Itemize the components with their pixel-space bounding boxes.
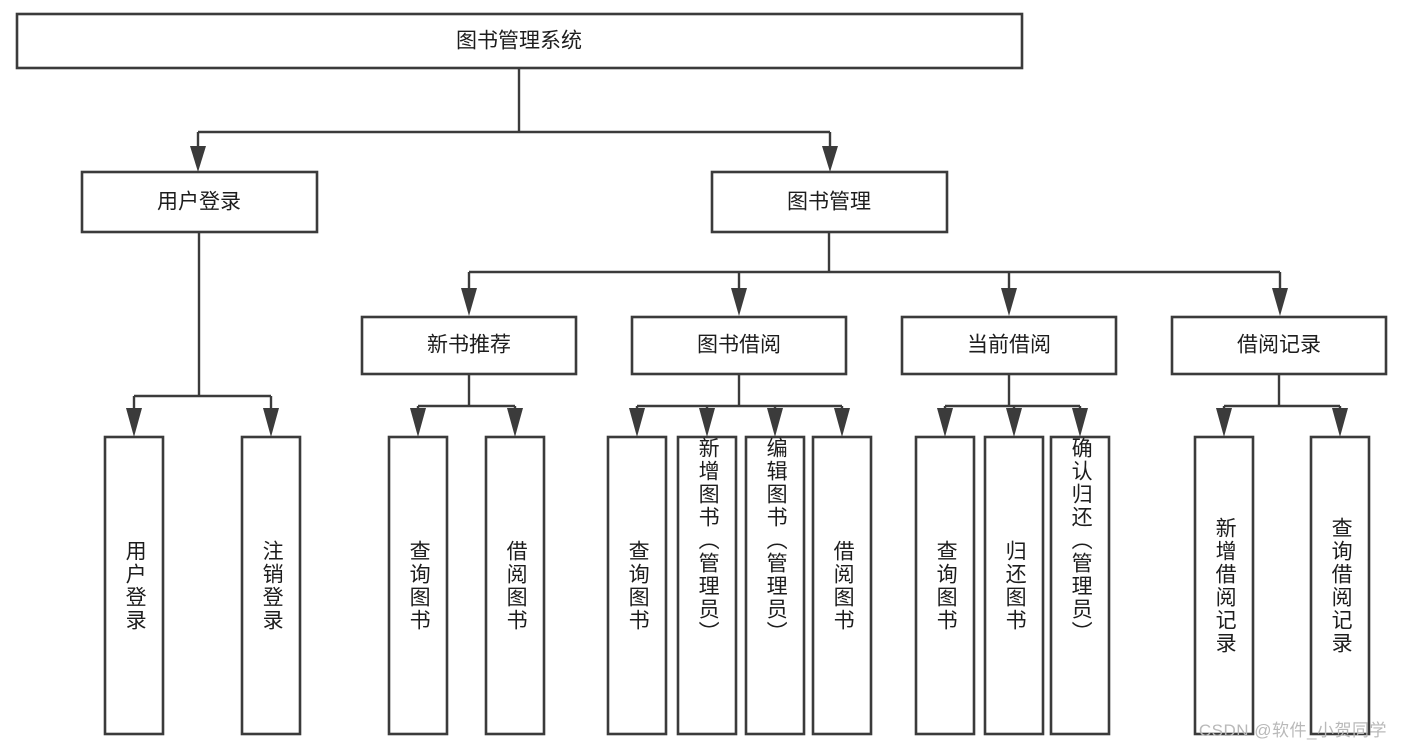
arrow-head-icon <box>731 288 747 316</box>
node-current-borrow[interactable]: 当前借阅 <box>900 315 1118 376</box>
leaf-box-user-login-1[interactable] <box>240 435 302 736</box>
node-borrow-record-label: 借阅记录 <box>1237 334 1321 357</box>
node-root-box[interactable] <box>15 12 1024 70</box>
node-current-borrow-box[interactable] <box>900 315 1118 376</box>
connector-current-borrow-leaves <box>937 374 1088 437</box>
node-new-book-recommend-label: 新书推荐 <box>427 334 511 357</box>
node-user-login[interactable]: 用户登录 <box>80 170 319 234</box>
node-user-login-box[interactable] <box>80 170 319 234</box>
arrow-head-icon <box>834 408 850 437</box>
node-book-borrow[interactable]: 图书借阅 <box>630 315 848 376</box>
arrow-head-icon <box>263 408 279 437</box>
node-book-borrow-label: 图书借阅 <box>697 334 781 357</box>
leaf-box-book-borrow-0[interactable] <box>606 435 668 736</box>
arrow-head-icon <box>461 288 477 316</box>
leaf-box-book-borrow-3[interactable] <box>811 435 873 736</box>
node-borrow-record[interactable]: 借阅记录 <box>1170 315 1388 376</box>
connector-user-login-leaves <box>126 232 279 437</box>
connector-root-bus <box>190 68 838 172</box>
leaf-box-user-login-0[interactable] <box>103 435 165 736</box>
arrow-head-icon <box>1001 288 1017 316</box>
leaf-box-book-borrow-2[interactable] <box>744 435 806 736</box>
arrow-head-icon <box>410 408 426 437</box>
arrow-head-icon <box>822 146 838 172</box>
node-root-label: 图书管理系统 <box>456 30 582 53</box>
leaf-box-book-borrow-1[interactable] <box>676 435 738 736</box>
arrow-head-icon <box>190 146 206 172</box>
connector-new-book-leaves <box>410 374 523 437</box>
node-user-login-label: 用户登录 <box>157 191 241 214</box>
arrow-head-icon <box>1006 408 1022 437</box>
csdn-watermark: CSDN @软件_小贺同学 <box>1198 721 1387 740</box>
node-root[interactable]: 图书管理系统 <box>15 12 1024 70</box>
connector-book-borrow-leaves <box>629 374 850 437</box>
leaf-box-current-borrow-1[interactable] <box>983 435 1045 736</box>
arrow-head-icon <box>126 408 142 437</box>
arrow-head-icon <box>1272 288 1288 316</box>
node-new-book-recommend[interactable]: 新书推荐 <box>360 315 578 376</box>
node-current-borrow-label: 当前借阅 <box>967 334 1051 357</box>
arrow-head-icon <box>1216 408 1232 437</box>
arrow-head-icon <box>507 408 523 437</box>
leaf-box-current-borrow-0[interactable] <box>914 435 976 736</box>
arrow-head-icon <box>767 408 783 437</box>
connector-borrow-record-leaves <box>1216 374 1348 437</box>
leaf-box-current-borrow-2[interactable] <box>1049 435 1111 736</box>
node-new-book-recommend-box[interactable] <box>360 315 578 376</box>
leaf-box-borrow-record-0[interactable] <box>1193 435 1255 736</box>
arrow-head-icon <box>629 408 645 437</box>
connector-book-management-bus <box>461 232 1288 316</box>
arrow-head-icon <box>1332 408 1348 437</box>
arrow-head-icon <box>937 408 953 437</box>
arrow-head-icon <box>699 408 715 437</box>
leaf-box-new-book-0[interactable] <box>387 435 449 736</box>
node-book-management[interactable]: 图书管理 <box>710 170 949 234</box>
leaf-box-new-book-1[interactable] <box>484 435 546 736</box>
leaf-box-borrow-record-1[interactable] <box>1309 435 1371 736</box>
arrow-head-icon <box>1072 408 1088 437</box>
node-book-management-label: 图书管理 <box>787 191 871 214</box>
